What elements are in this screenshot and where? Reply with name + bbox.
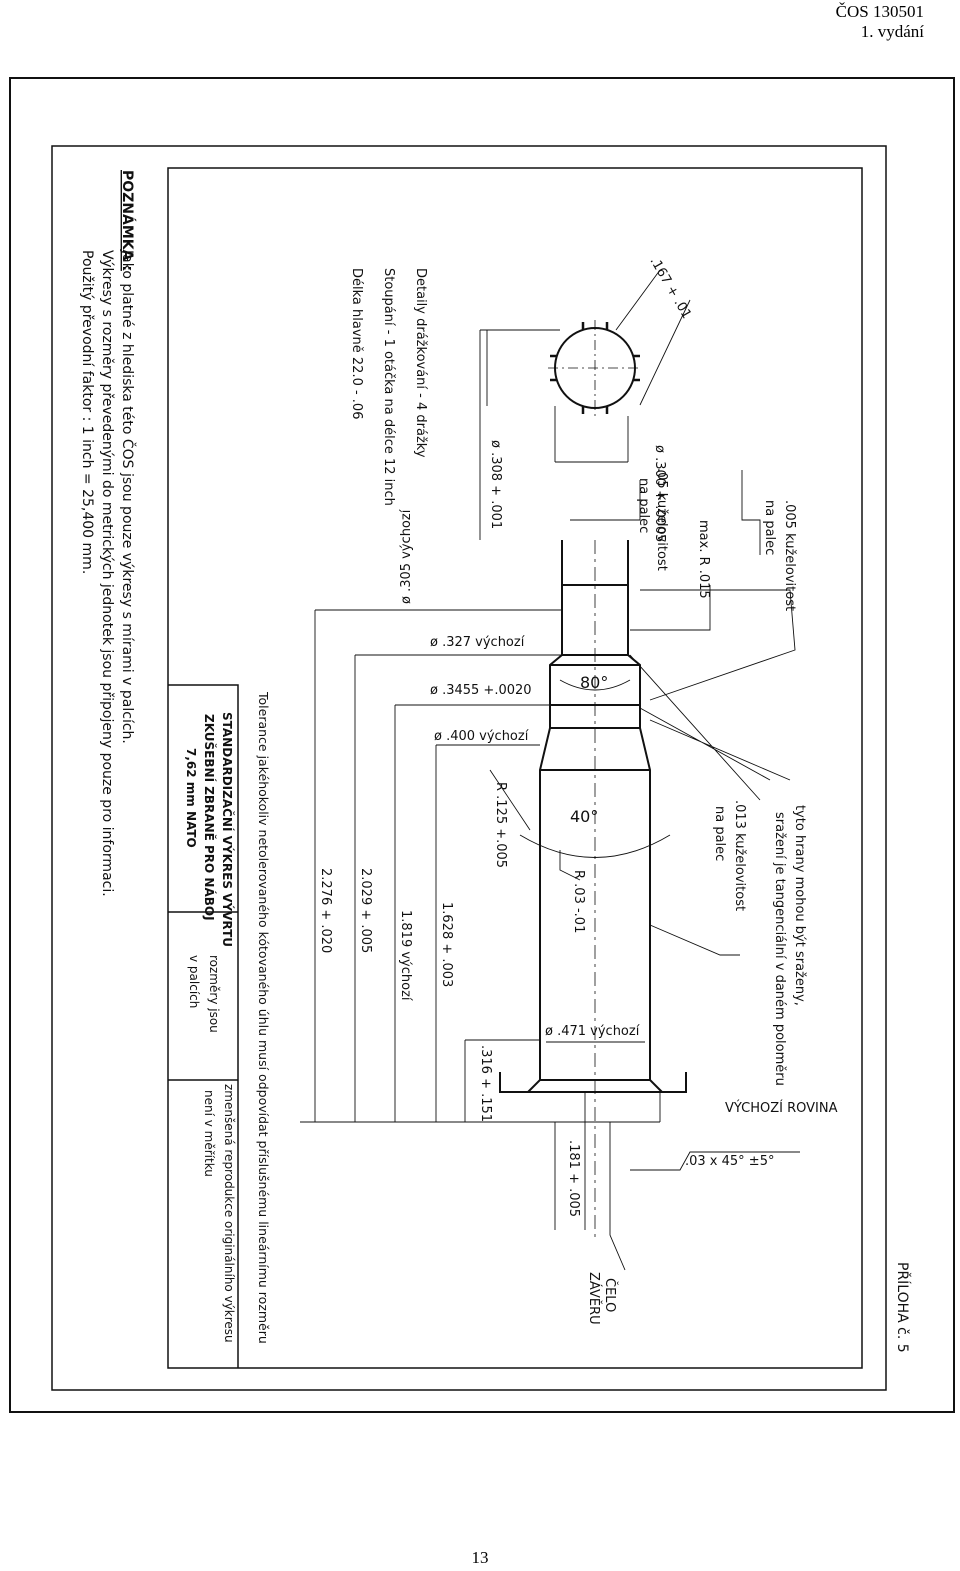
- note-line-3: Použitý převodní faktor : 1 inch = 25,40…: [79, 250, 95, 574]
- grooving-line-3: Délka hlavně 22.0 - .06: [349, 268, 364, 419]
- dim-2029: 2.029 + .005: [358, 868, 373, 953]
- dim-edges-2: sražení je tangenciální v daném poloměru: [772, 812, 787, 1086]
- dim-groove-width: .167 + .01: [647, 255, 694, 322]
- bolt-face-line-2: ZÁVĚRU: [586, 1272, 602, 1325]
- dim-per-inch-a: na palec: [762, 500, 777, 555]
- dim-305: ø .305 výchozí: [399, 509, 414, 604]
- dim-max-r: max. R .015: [696, 520, 711, 599]
- dim-1819: 1.819 výchozí: [398, 910, 413, 1001]
- units-line-2: v palcích: [187, 955, 201, 1008]
- dim-3455: ø .3455 +.0020: [430, 683, 532, 698]
- grooving-line-1: Detaily drážkování - 4 drážky: [413, 268, 428, 458]
- dim-taper-05: .05 kuželovitost: [654, 468, 669, 571]
- bore-cross-section: [548, 320, 642, 416]
- title-block-text: STANDARDIZAČNÍ VÝKRES VÝVRTU ZKUŠEBNÍ ZB…: [184, 712, 236, 1343]
- inner-frame: [167, 167, 863, 1369]
- base-plane-label: VÝCHOZÍ ROVINA: [725, 1100, 838, 1116]
- document-header: ČOS 130501 1. vydání: [836, 2, 924, 42]
- chamber-profile: [499, 540, 687, 1240]
- dim-471: ø .471 výchozí: [545, 1024, 640, 1039]
- title-line-1: STANDARDIZAČNÍ VÝKRES VÝVRTU: [220, 712, 235, 947]
- scale-line-2: není v měřítku: [202, 1090, 216, 1177]
- dim-327: ø .327 výchozí: [430, 635, 525, 650]
- annex-label: PŘÍLOHA č. 5: [894, 1262, 911, 1353]
- dim-r125: R .125 +.005: [493, 782, 508, 868]
- units-line-1: rozměry jsou: [207, 955, 221, 1033]
- outer-frame: [9, 77, 955, 1413]
- note-block: POZNÁMKA : Jako platné z hlediska této Č…: [79, 170, 137, 897]
- dim-edges-1: tyto hrany mohou být sraženy,: [792, 805, 807, 1006]
- dim-groove-dia: ø .308 + .001: [488, 440, 503, 529]
- drawing-border: [51, 145, 887, 1391]
- dim-1628: 1.628 + .003: [439, 902, 454, 987]
- dimension-texts: .167 + .01 ø .300 + .0005 ø .308 + .001 …: [318, 255, 838, 1325]
- tolerance-note: Tolerance jakéhokoliv netolerovaného kót…: [256, 691, 271, 1344]
- bolt-face-line-1: ČELO: [602, 1278, 618, 1312]
- dim-400: ø .400 výchozí: [434, 729, 529, 744]
- note-line-2: Výkresy s rozměry převedenými do metrick…: [99, 250, 115, 897]
- dim-taper-013: .013 kuželovitost: [732, 800, 747, 911]
- chamfer-label: .03 x 45° ±5°: [685, 1154, 774, 1169]
- edition-label: 1. vydání: [860, 22, 924, 41]
- title-line-2: ZKUŠEBNÍ ZBRANĚ PRO NÁBOJ: [202, 714, 217, 921]
- dim-181: .181 + .005: [566, 1140, 581, 1217]
- dim-per-inch-b: na palec: [636, 478, 651, 533]
- title-line-3: 7,62 mm NATO: [184, 748, 198, 848]
- dim-r03: R .03 -.01: [571, 870, 586, 933]
- dimension-lines: [300, 269, 800, 1271]
- dim-316: .316 + .151: [478, 1045, 493, 1122]
- note-label: POZNÁMKA :: [119, 170, 136, 271]
- grooving-details: Detaily drážkování - 4 drážky Stoupání -…: [349, 268, 428, 506]
- angle-80: 80°: [580, 673, 608, 692]
- angle-40: 40°: [570, 807, 598, 826]
- dim-land-dia: ø .300 + .0005: [652, 445, 667, 542]
- dim-taper-005: .005 kuželovitost: [782, 500, 797, 611]
- title-block: [168, 684, 239, 1368]
- grooving-line-2: Stoupání - 1 otáčka na délce 12 inch: [381, 268, 396, 506]
- page-number: 13: [471, 1548, 489, 1567]
- dim-2276: 2.276 + .020: [318, 868, 333, 953]
- note-line-1: Jako platné z hlediska této ČOS jsou pou…: [119, 249, 137, 744]
- document-number: ČOS 130501: [835, 2, 924, 21]
- dim-per-inch-c: na palec: [712, 806, 727, 861]
- scale-line-1: zmenšená reprodukce originálního výkresu: [222, 1084, 236, 1343]
